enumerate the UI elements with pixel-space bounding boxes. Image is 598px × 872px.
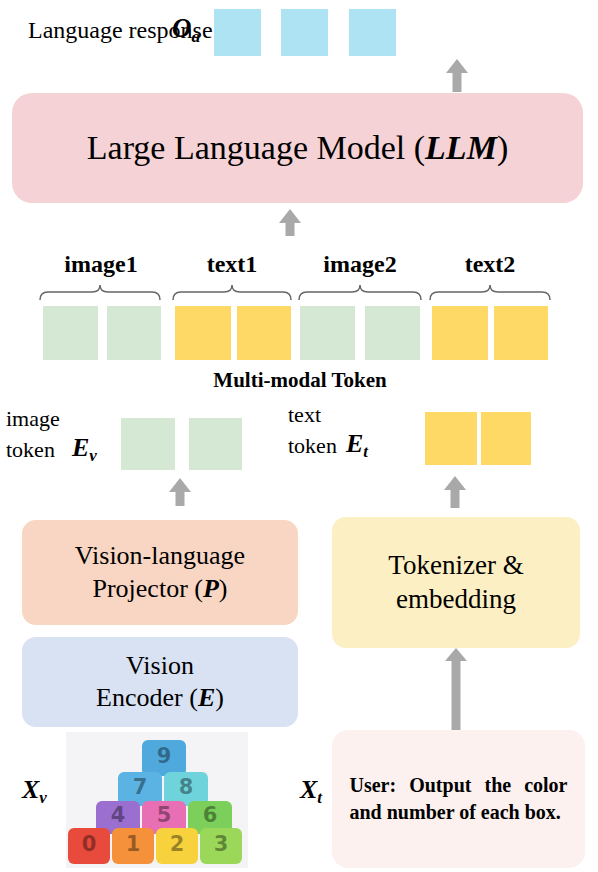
node-text: Large Language Model (LLM) [87, 127, 508, 170]
flow-arrow [446, 59, 468, 92]
llm-box: Large Language Model (LLM) [12, 93, 583, 203]
token-label: image token [6, 404, 68, 466]
toy-block [200, 828, 242, 864]
toy-block [68, 828, 110, 864]
toy-block [164, 772, 208, 806]
block-number: 0 [82, 832, 97, 857]
image-token [121, 418, 175, 470]
node-text: Vision-language Projector (P) [40, 540, 280, 605]
text-token [175, 306, 231, 360]
node-text: User: Output the color and number of eac… [350, 772, 568, 826]
block-number: 8 [179, 775, 194, 800]
toy-block [118, 772, 162, 806]
group-brace [299, 285, 421, 300]
input-symbol: Xv [22, 774, 47, 808]
image-token [300, 306, 355, 360]
output-token [214, 9, 261, 56]
group-label: text1 [207, 250, 258, 279]
group-brace [173, 285, 291, 300]
block-number: 5 [157, 803, 172, 828]
output-token [281, 9, 328, 56]
block-number: 2 [170, 832, 185, 857]
projector-box: Vision-language Projector (P) [22, 520, 298, 625]
token-symbol: Ev [72, 432, 97, 466]
user-prompt-box: User: Output the color and number of eac… [332, 730, 585, 868]
token-label: text token [288, 400, 346, 462]
flow-arrow [169, 478, 191, 506]
block-number: 6 [203, 803, 218, 828]
text-token [494, 306, 548, 360]
group-brace [430, 285, 550, 300]
text-token [481, 412, 531, 465]
output-symbol: Oa [172, 12, 200, 47]
image-token [43, 306, 98, 360]
group-label: image2 [323, 250, 396, 279]
text-token [425, 412, 477, 465]
block-number: 7 [133, 775, 148, 800]
output-token [349, 9, 396, 56]
flow-arrow [444, 476, 466, 508]
photo-background [66, 732, 248, 868]
tokenizer-box: Tokenizer & embedding [332, 517, 580, 648]
block-number: 9 [157, 744, 172, 769]
block-number: 4 [111, 803, 126, 828]
input-symbol: Xt [300, 774, 322, 808]
node-text: Vision Encoder (E) [85, 650, 235, 715]
token-symbol: Et [346, 428, 368, 462]
text-token [237, 306, 291, 360]
section-label: Multi-modal Token [213, 368, 386, 393]
toy-block [142, 740, 186, 776]
group-label: text2 [465, 250, 516, 279]
toy-block [156, 828, 198, 864]
text-token [432, 306, 488, 360]
image-token [189, 418, 242, 470]
image-token [365, 306, 420, 360]
flow-arrow [279, 209, 301, 236]
image-token [107, 306, 161, 360]
toy-block [112, 828, 154, 864]
block-number: 3 [214, 832, 229, 857]
block-number: 1 [126, 832, 141, 857]
node-text: Tokenizer & embedding [349, 549, 564, 617]
flow-arrow [445, 648, 467, 730]
group-brace [40, 285, 160, 300]
encoder-box: Vision Encoder (E) [22, 637, 298, 727]
group-label: image1 [64, 250, 137, 279]
